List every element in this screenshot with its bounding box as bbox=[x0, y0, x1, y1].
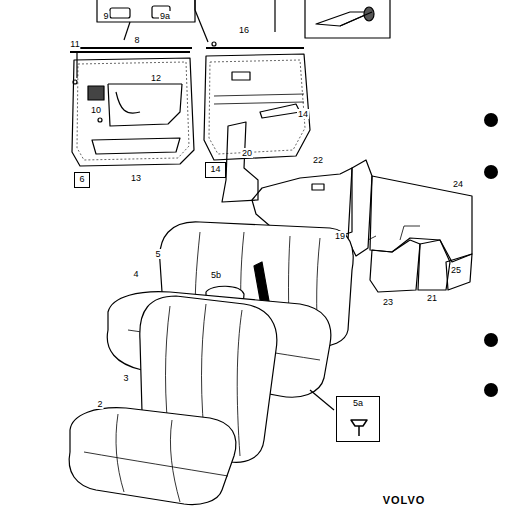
callout-number: 14 bbox=[297, 109, 309, 119]
callout-number: 25 bbox=[450, 265, 462, 275]
boxed-callout: 14 bbox=[205, 162, 226, 178]
callout-number: 9 bbox=[102, 11, 109, 21]
brand-mark: VOLVO bbox=[382, 495, 427, 505]
callout-number: 20 bbox=[241, 148, 253, 158]
callout-number: 21 bbox=[426, 293, 438, 303]
callout-number: 6 bbox=[78, 174, 86, 184]
callout-number: 12 bbox=[150, 73, 162, 83]
boxed-callout: 5a bbox=[336, 396, 380, 442]
callout-number: 23 bbox=[382, 297, 394, 307]
callout-number: 13 bbox=[130, 173, 142, 183]
callout-number: 11 bbox=[69, 39, 80, 49]
callout-number: 9a bbox=[159, 11, 171, 21]
callout-number: 5 bbox=[154, 249, 161, 259]
callout-number: 14 bbox=[209, 164, 222, 174]
callout-number: 10 bbox=[90, 105, 102, 115]
callout-number: 16 bbox=[238, 25, 250, 35]
callout-number: 3 bbox=[122, 373, 129, 383]
callout-number: 24 bbox=[452, 179, 464, 189]
callout-number: 22 bbox=[312, 155, 324, 165]
callout-number: 2 bbox=[96, 399, 103, 409]
callout-number: 5a bbox=[340, 398, 376, 408]
callout-number: 5b bbox=[210, 270, 222, 280]
callout-number: 4 bbox=[132, 269, 139, 279]
callout-number: 8 bbox=[133, 35, 140, 45]
callout-number: 19 bbox=[334, 231, 346, 241]
boxed-callout: 6 bbox=[74, 172, 90, 188]
